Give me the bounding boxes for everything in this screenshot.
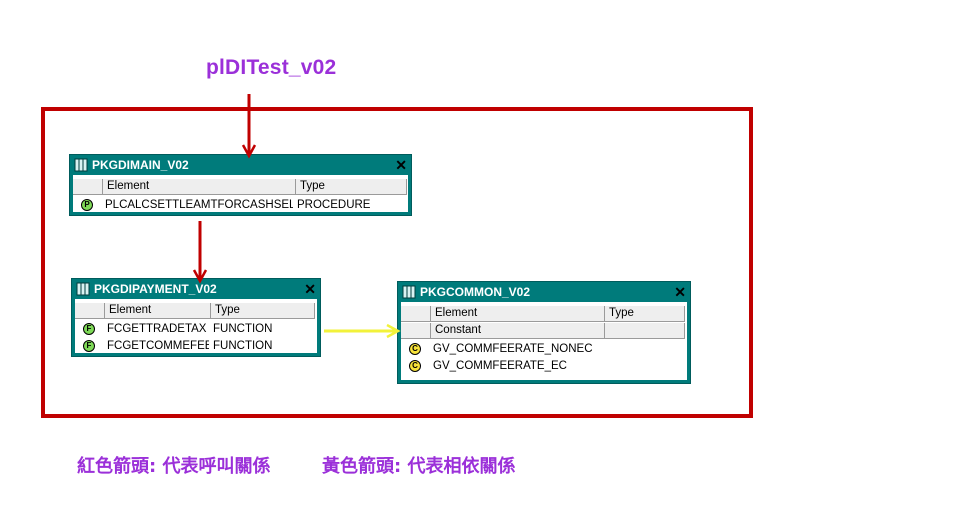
close-icon[interactable]: ✕ <box>395 157 407 173</box>
table-header: Element Type <box>75 302 317 319</box>
arrowhead-icon <box>386 323 401 339</box>
package-table: Element Type P PLCALCSETTLEAMTFORCASHSEL… <box>73 175 408 212</box>
arrowhead-icon <box>241 144 257 159</box>
column-header-element[interactable]: Element <box>105 302 211 319</box>
table-row[interactable]: F FCGETCOMMEFEE FUNCTION <box>75 337 317 354</box>
package-icon <box>74 158 88 172</box>
table-row[interactable]: C GV_COMMFEERATE_NONEC <box>401 340 687 357</box>
package-pkgcommon[interactable]: PKGCOMMON_V02 ✕ Element Type Constant C … <box>397 281 691 384</box>
table-header: Element Type <box>73 178 408 195</box>
element-type: PROCEDURE <box>297 198 371 211</box>
element-name: PLCALCSETTLEAMTFORCASHSELL <box>105 198 293 211</box>
column-header-element[interactable]: Element <box>103 178 296 195</box>
package-name: PKGCOMMON_V02 <box>420 285 531 299</box>
column-header-element[interactable]: Element <box>431 305 605 322</box>
element-name: GV_COMMFEERATE_EC <box>433 359 567 372</box>
element-name: FCGETCOMMEFEE <box>107 339 209 352</box>
package-icon <box>402 285 416 299</box>
procedure-icon: P <box>81 198 93 211</box>
function-icon: F <box>83 322 95 335</box>
package-header[interactable]: PKGDIPAYMENT_V02 ✕ <box>72 279 320 299</box>
package-header[interactable]: PKGDIMAIN_V02 ✕ <box>70 155 411 175</box>
legend-yellow-arrow: 黃色箭頭: 代表相依關係 <box>322 456 516 477</box>
element-name: GV_COMMFEERATE_NONEC <box>433 342 593 355</box>
column-header-type[interactable]: Type <box>605 305 685 322</box>
close-icon[interactable]: ✕ <box>304 281 316 297</box>
legend-red-arrow: 紅色箭頭: 代表呼叫關係 <box>77 456 271 477</box>
package-header[interactable]: PKGCOMMON_V02 ✕ <box>398 282 690 302</box>
package-pkgdimain[interactable]: PKGDIMAIN_V02 ✕ Element Type P PLCALCSET… <box>69 154 412 216</box>
section-label: Constant <box>431 322 605 339</box>
table-row[interactable]: C GV_COMMFEERATE_EC <box>401 357 687 374</box>
element-type: FUNCTION <box>213 322 273 335</box>
package-name: PKGDIPAYMENT_V02 <box>94 282 217 296</box>
column-header-type[interactable]: Type <box>211 302 315 319</box>
package-name: PKGDIMAIN_V02 <box>92 158 189 172</box>
table-row[interactable]: F FCGETTRADETAX FUNCTION <box>75 320 317 337</box>
diagram-title: plDITest_v02 <box>206 56 337 79</box>
element-type: FUNCTION <box>213 339 273 352</box>
arrowhead-icon <box>192 269 208 284</box>
function-icon: F <box>83 339 95 352</box>
package-table: Element Type F FCGETTRADETAX FUNCTION F … <box>75 299 317 353</box>
column-header-type[interactable]: Type <box>296 178 407 195</box>
close-icon[interactable]: ✕ <box>674 284 686 300</box>
constant-icon: C <box>409 342 421 355</box>
package-icon <box>76 282 90 296</box>
table-row[interactable]: P PLCALCSETTLEAMTFORCASHSELL PROCEDURE <box>73 196 408 213</box>
table-header: Element Type <box>401 305 687 322</box>
package-table: Element Type Constant C GV_COMMFEERATE_N… <box>401 302 687 380</box>
package-pkgdipayment[interactable]: PKGDIPAYMENT_V02 ✕ Element Type F FCGETT… <box>71 278 321 357</box>
highlight-frame <box>41 107 753 418</box>
element-name: FCGETTRADETAX <box>107 322 207 335</box>
constant-icon: C <box>409 359 421 372</box>
section-row[interactable]: Constant <box>401 322 687 339</box>
